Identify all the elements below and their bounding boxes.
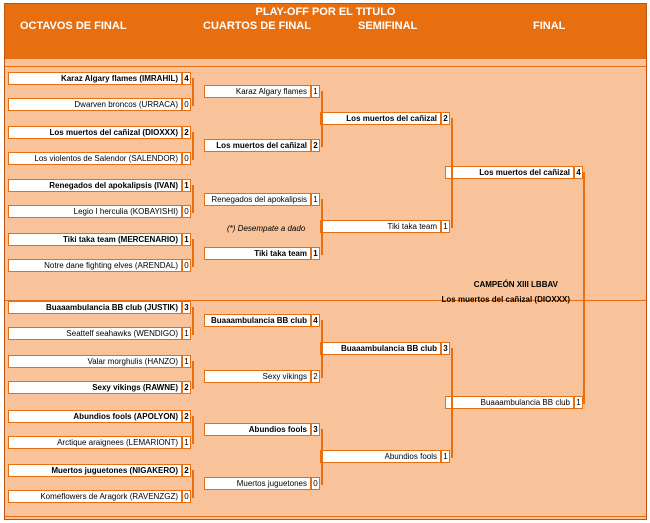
octavos-score: 2: [182, 464, 191, 477]
octavos-team: Renegados del apokalipsis (IVAN): [8, 179, 182, 192]
cuartos-team: Buaaambulancia BB club: [204, 314, 311, 327]
octavos-score: 2: [182, 410, 191, 423]
bracket-frame: PLAY-OFF POR EL TITULO OCTAVOS DE FINAL …: [4, 3, 647, 520]
final-team: Los muertos del cañizal: [445, 166, 574, 179]
octavos-team: Legio I herculia (KOBAYISHI): [8, 205, 182, 218]
cuartos-score: 1: [311, 85, 320, 98]
round-header-octavos: OCTAVOS DE FINAL: [20, 20, 127, 32]
round-header-final: FINAL: [533, 20, 566, 32]
final-score: 4: [574, 166, 583, 179]
semifinal-team: Tiki taka team: [320, 220, 441, 233]
octavos-team: Buaaambulancia BB club (JUSTIK): [8, 301, 182, 314]
cuartos-team: Sexy vikings: [204, 370, 311, 383]
cuartos-team: Abundios fools: [204, 423, 311, 436]
semifinal-score: 3: [441, 342, 450, 355]
champion-title: CAMPEÓN XIII LBBAV: [473, 280, 558, 289]
cuartos-score: 2: [311, 139, 320, 152]
bracket-connector: [451, 348, 453, 458]
divider: [5, 66, 646, 67]
final-team: Buaaambulancia BB club: [445, 396, 574, 409]
octavos-team: Los muertos del cañizal (DIOXXX): [8, 126, 182, 139]
octavos-score: 0: [182, 205, 191, 218]
final-score: 1: [574, 396, 583, 409]
cuartos-team: Los muertos del cañizal: [204, 139, 311, 152]
semifinal-score: 2: [441, 112, 450, 125]
divider: [5, 300, 646, 301]
octavos-score: 1: [182, 327, 191, 340]
octavos-score: 0: [182, 152, 191, 165]
octavos-score: 0: [182, 259, 191, 272]
octavos-team: Seattelf seahawks (WENDIGO): [8, 327, 182, 340]
octavos-team: Valar morghulis (HANZO): [8, 355, 182, 368]
octavos-team: Karaz Algary flames (IMRAHIL): [8, 72, 182, 85]
octavos-score: 4: [182, 72, 191, 85]
bracket-connector: [321, 199, 323, 255]
cuartos-score: 1: [311, 247, 320, 260]
bracket-connector: [321, 429, 323, 485]
octavos-team: Sexy vikings (RAWNE): [8, 381, 182, 394]
bracket-connector: [192, 470, 194, 498]
semifinal-score: 1: [441, 450, 450, 463]
octavos-score: 0: [182, 490, 191, 503]
octavos-team: Arctique araignees (LEMARIONT): [8, 436, 182, 449]
cuartos-team: Tiki taka team: [204, 247, 311, 260]
bracket-connector: [451, 118, 453, 228]
champion-name: Los muertos del cañizal (DIOXXX): [441, 295, 570, 304]
round-header-cuartos: CUARTOS DE FINAL: [203, 20, 311, 32]
octavos-team: Muertos juguetones (NIGAKERO): [8, 464, 182, 477]
bracket-connector: [192, 307, 194, 335]
octavos-score: 1: [182, 179, 191, 192]
octavos-score: 1: [182, 233, 191, 246]
octavos-team: Notre dane fighting elves (ARENDAL): [8, 259, 182, 272]
cuartos-score: 1: [311, 193, 320, 206]
bracket-connector: [192, 78, 194, 106]
cuartos-score: 0: [311, 477, 320, 490]
semifinal-team: Abundios fools: [320, 450, 441, 463]
octavos-score: 0: [182, 98, 191, 111]
divider: [5, 516, 646, 517]
bracket-connector: [192, 185, 194, 213]
octavos-team: Los violentos de Salendor (SALENDOR): [8, 152, 182, 165]
octavos-team: Komeflowers de Aragork (RAVENZGZ): [8, 490, 182, 503]
cuartos-team: Muertos juguetones: [204, 477, 311, 490]
page-title: PLAY-OFF POR EL TITULO: [255, 6, 396, 18]
octavos-team: Dwarven broncos (URRACA): [8, 98, 182, 111]
semifinal-team: Buaaambulancia BB club: [320, 342, 441, 355]
bracket-connector: [321, 91, 323, 147]
semifinal-team: Los muertos del cañizal: [320, 112, 441, 125]
cuartos-score: 3: [311, 423, 320, 436]
bracket-connector: [583, 172, 585, 404]
bracket-connector: [192, 361, 194, 389]
octavos-team: Abundios fools (APOLYON): [8, 410, 182, 423]
tiebreak-note: (*) Desempate a dado: [227, 224, 306, 233]
octavos-score: 3: [182, 301, 191, 314]
bracket-connector: [321, 320, 323, 378]
cuartos-score: 2: [311, 370, 320, 383]
octavos-team: Tiki taka team (MERCENARIO): [8, 233, 182, 246]
bracket-connector: [192, 239, 194, 267]
cuartos-team: Karaz Algary flames: [204, 85, 311, 98]
octavos-score: 1: [182, 436, 191, 449]
bracket-connector: [192, 416, 194, 444]
header: PLAY-OFF POR EL TITULO OCTAVOS DE FINAL …: [5, 4, 646, 59]
octavos-score: 2: [182, 126, 191, 139]
round-header-semifinal: SEMIFINAL: [358, 20, 418, 32]
octavos-score: 2: [182, 381, 191, 394]
octavos-score: 1: [182, 355, 191, 368]
cuartos-team: Renegados del apokalipsis: [204, 193, 311, 206]
cuartos-score: 4: [311, 314, 320, 327]
bracket-connector: [192, 132, 194, 160]
semifinal-score: 1: [441, 220, 450, 233]
